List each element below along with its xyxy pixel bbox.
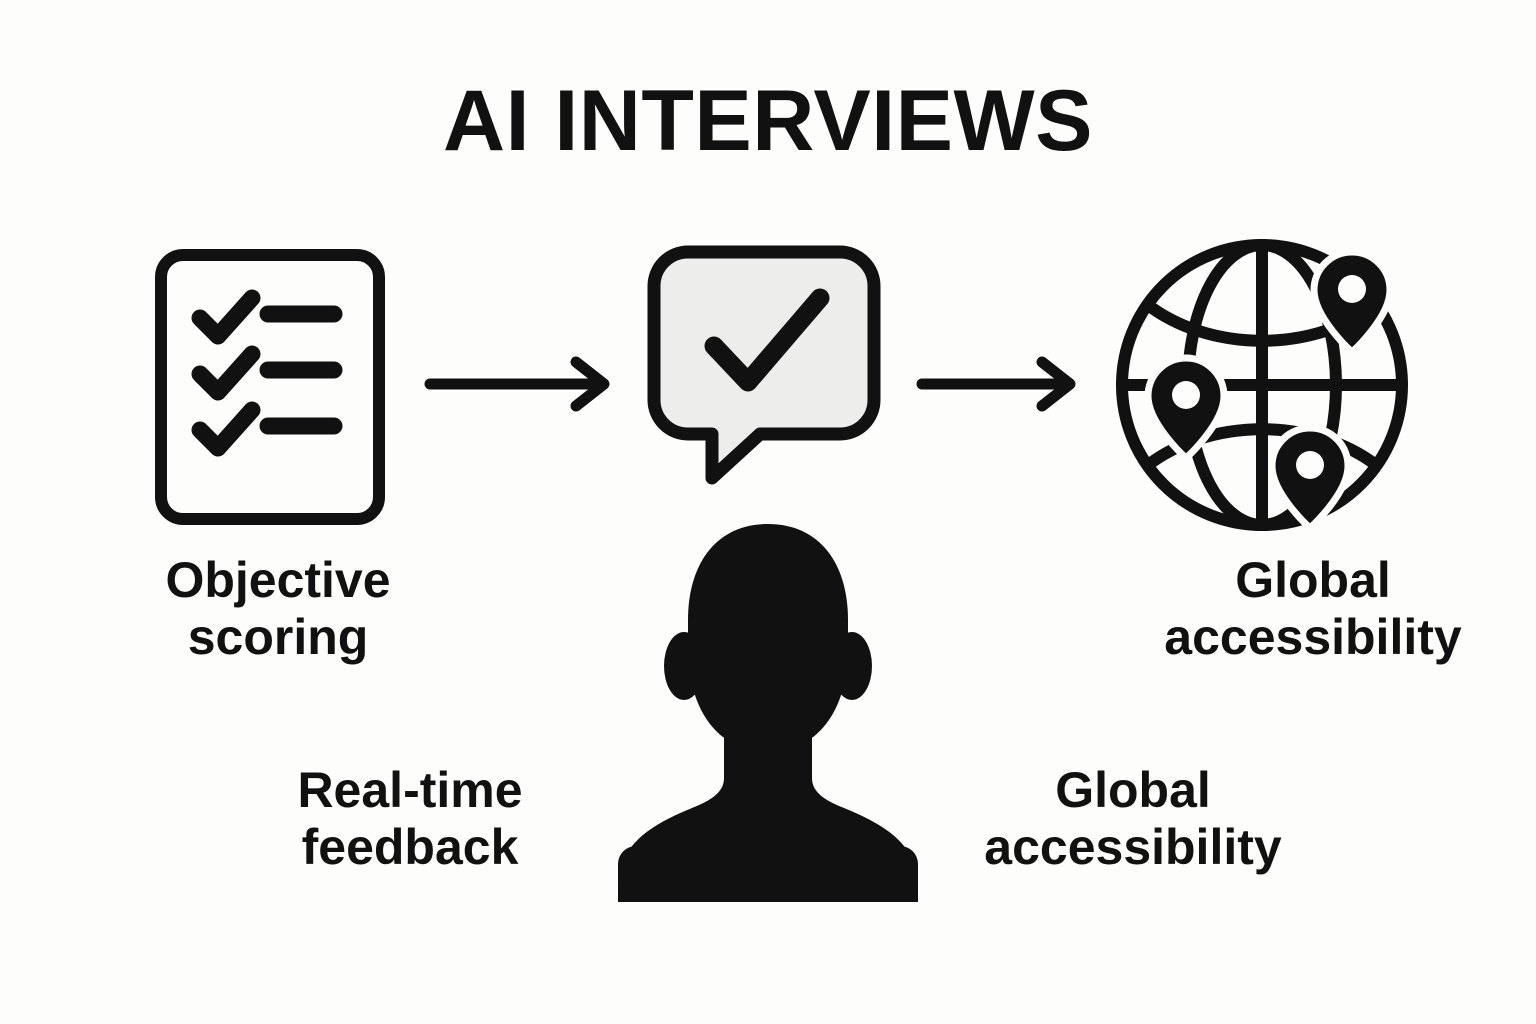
person-silhouette-icon: [596, 516, 940, 902]
map-pin-icon: [1144, 354, 1228, 463]
checklist-document-icon: [152, 246, 388, 528]
page-title: AI INTERVIEWS: [443, 73, 1093, 169]
label-objective-scoring: Objective scoring: [165, 552, 391, 665]
speech-bubble-check-icon: [644, 242, 884, 488]
label-global-accessibility-top: Global accessibility: [1164, 552, 1462, 665]
globe-location-pins-icon: [1112, 232, 1412, 538]
label-global-accessibility-bottom: Global accessibility: [984, 762, 1282, 875]
map-pin-icon: [1268, 424, 1352, 533]
arrow-right-icon: [916, 356, 1082, 412]
map-pin-icon: [1310, 248, 1394, 357]
arrow-right-icon: [424, 356, 616, 412]
label-real-time-feedback: Real-time feedback: [297, 762, 523, 875]
